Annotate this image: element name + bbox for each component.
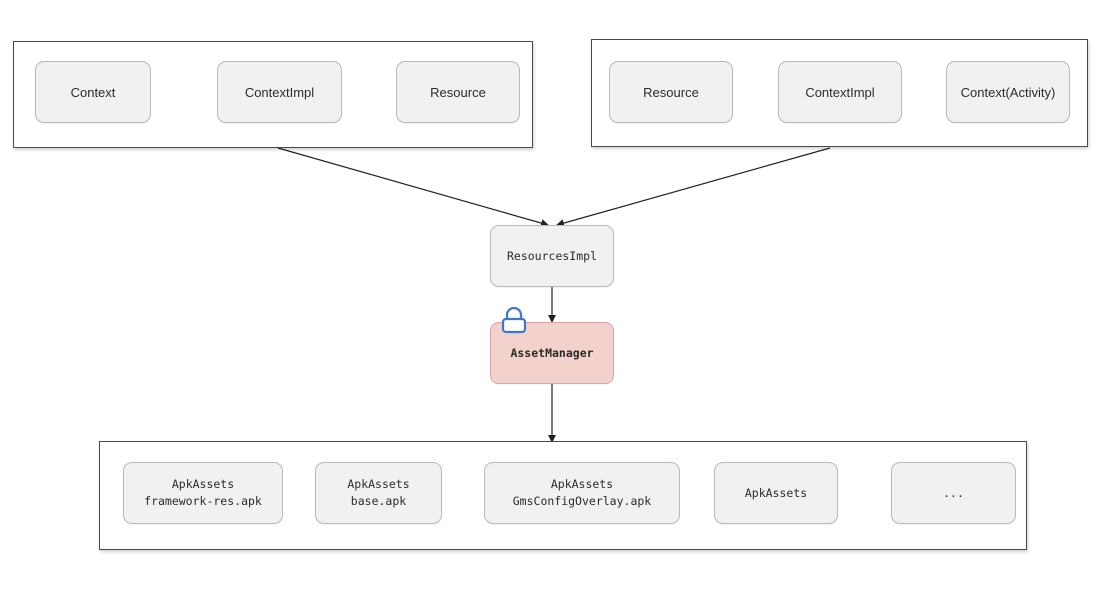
node-apkassets-framework: ApkAssets framework-res.apk — [123, 462, 283, 524]
apkassets-label: ApkAssets — [550, 477, 614, 491]
apkassets-label: ApkAssets — [744, 485, 808, 500]
ellipsis-label: ... — [943, 485, 964, 500]
node-contextimpl-right: ContextImpl — [778, 61, 902, 123]
lock-icon — [501, 306, 527, 334]
apk-file-name: GmsConfigOverlay.apk — [512, 494, 652, 508]
apkassets-label: ApkAssets — [347, 477, 410, 491]
node-apkassets-gmsconfig: ApkAssets GmsConfigOverlay.apk — [484, 462, 680, 524]
apk-file-name: framework-res.apk — [144, 494, 262, 508]
node-contextimpl-left: ContextImpl — [217, 61, 342, 123]
node-resource-left: Resource — [396, 61, 520, 123]
arrow-left-group-to-resourcesimpl — [277, 147, 549, 227]
node-resource-right: Resource — [609, 61, 733, 123]
node-resourcesimpl: ResourcesImpl — [490, 225, 614, 287]
node-apkassets-generic: ApkAssets — [714, 462, 838, 524]
apk-file-name: base.apk — [350, 494, 407, 508]
apkassets-label: ApkAssets — [171, 477, 235, 491]
node-apkassets-ellipsis: ... — [891, 462, 1016, 524]
arrow-right-group-to-resourcesimpl — [556, 147, 831, 227]
node-context-left: Context — [35, 61, 151, 123]
node-apkassets-base: ApkAssets base.apk — [315, 462, 442, 524]
node-context-activity: Context(Activity) — [946, 61, 1070, 123]
